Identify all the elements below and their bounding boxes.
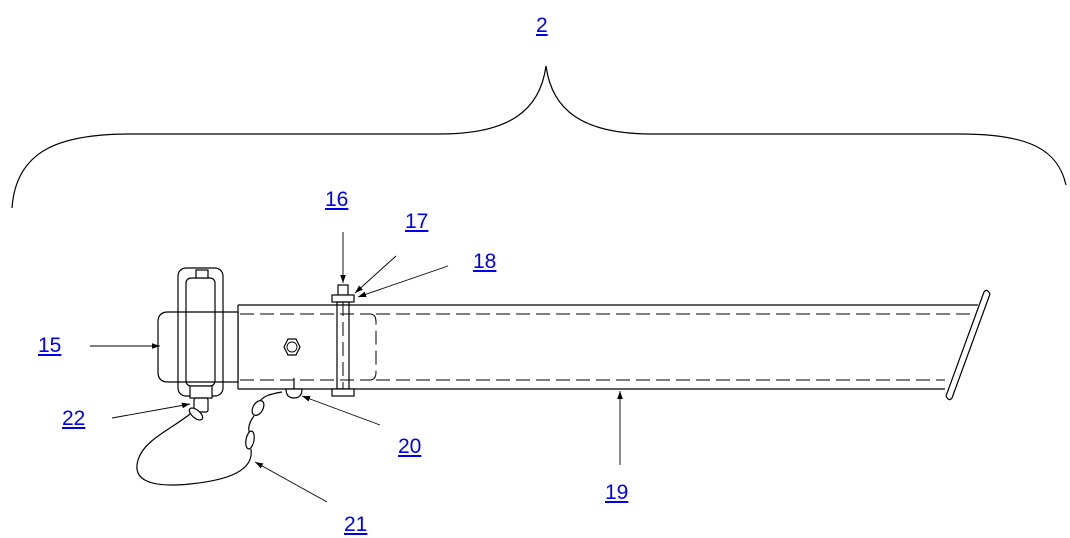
lanyard-cable <box>136 391 283 486</box>
inner-sleeve <box>240 313 377 381</box>
callout-21[interactable]: 21 <box>344 513 368 536</box>
callout-assembly[interactable]: 2 <box>536 14 548 37</box>
callout-18[interactable]: 18 <box>473 250 497 273</box>
pin-clip <box>177 267 224 413</box>
callout-19[interactable]: 19 <box>605 481 629 504</box>
callout-15[interactable]: 15 <box>38 334 62 357</box>
assembly-brace <box>11 65 1067 209</box>
end-plate <box>945 289 991 401</box>
callout-16[interactable]: 16 <box>325 188 349 211</box>
lanyard-anchor <box>285 378 303 399</box>
callout-20[interactable]: 20 <box>398 435 422 458</box>
leader-arrows <box>90 232 623 503</box>
callout-22[interactable]: 22 <box>62 407 86 430</box>
callout-17[interactable]: 17 <box>405 210 429 233</box>
bolt-assembly <box>331 284 355 397</box>
hex-nut <box>283 338 301 356</box>
